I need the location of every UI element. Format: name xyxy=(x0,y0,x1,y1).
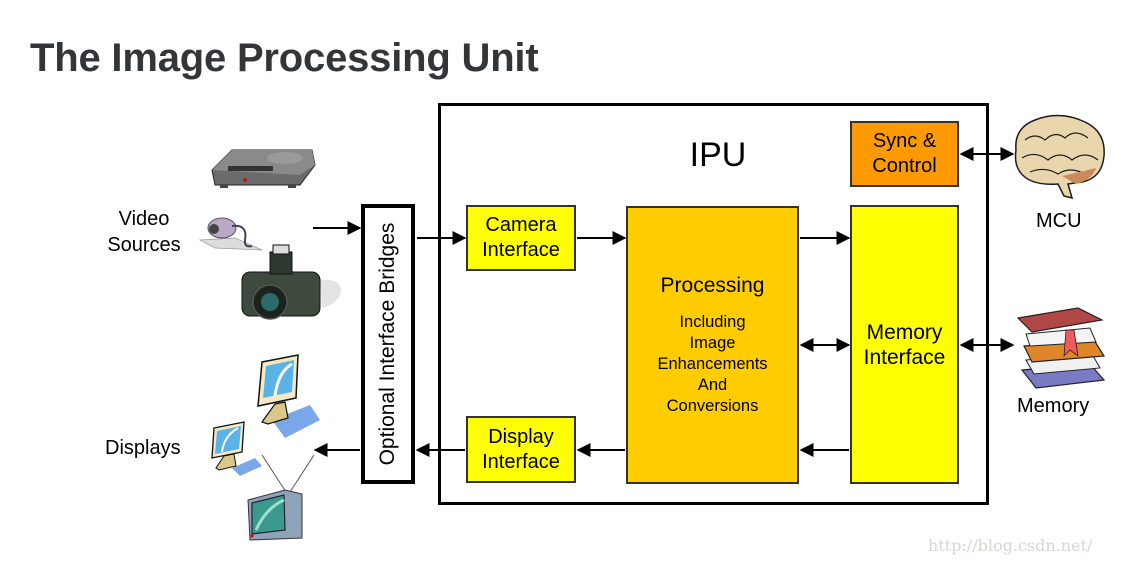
processing-block: Processing Including Image Enhancements … xyxy=(626,206,799,484)
watermark: http://blog.csdn.net/ xyxy=(928,536,1093,555)
processing-subtitle: Including Image Enhancements And Convers… xyxy=(657,312,767,417)
display-interface-line2: Interface xyxy=(482,450,560,473)
webcam-icon xyxy=(198,217,263,251)
memory-interface-block: Memory Interface xyxy=(850,205,959,484)
page-title: The Image Processing Unit xyxy=(30,36,539,80)
monitor-icon xyxy=(257,354,320,438)
tv-icon xyxy=(247,454,315,541)
books-icon xyxy=(1016,307,1106,389)
monitor-icon xyxy=(211,421,262,476)
camera-interface-line2: Interface xyxy=(482,239,560,261)
camera-interface-line1: Camera xyxy=(485,214,557,236)
video-player-icon xyxy=(211,149,316,188)
camera-icon xyxy=(241,244,341,320)
processing-sub-line: Including xyxy=(679,312,746,331)
processing-sub-line: And xyxy=(697,375,728,394)
interface-bridges-block: Optional Interface Bridges xyxy=(361,204,415,484)
ipu-label: IPU xyxy=(689,136,747,174)
processing-sub-line: Enhancements xyxy=(657,354,768,373)
brain-icon xyxy=(1014,114,1105,200)
sync-control-line1: Sync & xyxy=(872,130,937,152)
sync-control-block: Sync & Control xyxy=(850,121,959,187)
displays-label: Displays xyxy=(105,437,181,459)
memory-label: Memory xyxy=(1017,395,1090,417)
processing-title: Processing xyxy=(660,273,765,297)
processing-sub-line: Image xyxy=(689,333,736,352)
video-sources-line2: Sources xyxy=(107,234,181,256)
camera-interface-block: Camera Interface xyxy=(466,205,576,271)
display-interface-block: Display Interface xyxy=(466,416,576,483)
memory-interface-line2: Interface xyxy=(863,345,946,369)
memory-interface-line1: Memory xyxy=(866,320,943,344)
sync-control-line2: Control xyxy=(872,155,937,177)
processing-sub-line: Conversions xyxy=(666,396,759,415)
display-interface-line1: Display xyxy=(488,425,554,448)
video-sources-label: Video Sources xyxy=(96,206,192,258)
video-sources-line1: Video xyxy=(118,208,170,230)
mcu-label: MCU xyxy=(1036,210,1082,232)
